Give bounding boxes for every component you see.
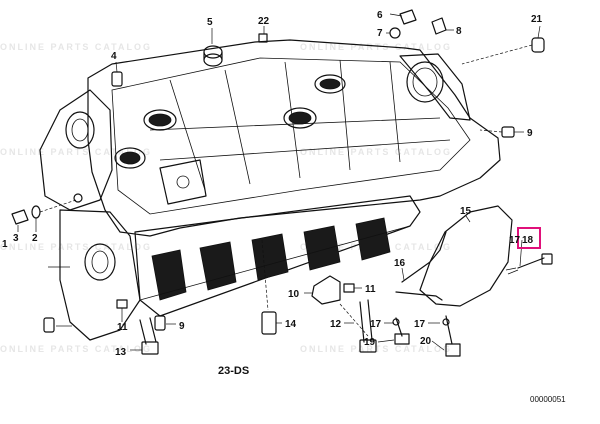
callout-15[interactable]: 15 (460, 206, 472, 217)
watermark-row: ONLINE PARTS CATALOG (300, 147, 452, 157)
callout-12[interactable]: 12 (330, 319, 342, 330)
leader-lines (17, 13, 541, 351)
callout-labels: 1 2 3 4 5 6 7 8 9 9 10 11 11 12 13 14 15… (2, 10, 543, 358)
watermark-row: ONLINE PARTS CATALOG (0, 242, 152, 252)
highlight-box (517, 227, 541, 249)
section-code: 23-DS (218, 365, 249, 377)
callout-16[interactable]: 16 (394, 258, 406, 269)
callout-1[interactable]: 1 (2, 239, 8, 250)
callout-7[interactable]: 7 (377, 28, 383, 39)
watermark-row: ONLINE PARTS CATALOG (0, 42, 152, 52)
callout-9-lower[interactable]: 9 (179, 321, 185, 332)
callout-5[interactable]: 5 (207, 17, 213, 28)
callout-20[interactable]: 20 (420, 336, 432, 347)
engine-block (39, 39, 501, 341)
hardware-parts (11, 9, 553, 357)
watermark-row: ONLINE PARTS CATALOG (0, 344, 152, 354)
callout-2[interactable]: 2 (32, 233, 38, 244)
watermark-row: ONLINE PARTS CATALOG (0, 147, 152, 157)
callout-11-left[interactable]: 11 (117, 322, 128, 333)
callout-8[interactable]: 8 (456, 26, 462, 37)
callout-10[interactable]: 10 (288, 289, 300, 300)
callout-22[interactable]: 22 (258, 16, 270, 27)
callout-17-top[interactable]: 17 (509, 235, 521, 246)
callout-6[interactable]: 6 (377, 10, 383, 21)
callout-11-right[interactable]: 11 (365, 284, 376, 295)
callout-14[interactable]: 14 (285, 319, 297, 330)
callout-21[interactable]: 21 (531, 14, 543, 25)
document-number: 00000051 (530, 395, 566, 404)
callout-3[interactable]: 3 (13, 233, 19, 244)
watermark-row: ONLINE PARTS CATALOG (300, 344, 452, 354)
callout-9-upper[interactable]: 9 (527, 128, 533, 139)
callout-17-right[interactable]: 17 (414, 319, 426, 330)
callout-18[interactable]: 18 (522, 235, 534, 246)
watermark-row: ONLINE PARTS CATALOG (300, 42, 452, 52)
watermark: ONLINE PARTS CATALOG ONLINE PARTS CATALO… (0, 42, 452, 354)
callout-19[interactable]: 19 (364, 337, 376, 348)
callout-13[interactable]: 13 (115, 347, 127, 358)
callout-4[interactable]: 4 (111, 51, 117, 62)
callout-17-left[interactable]: 17 (370, 319, 382, 330)
